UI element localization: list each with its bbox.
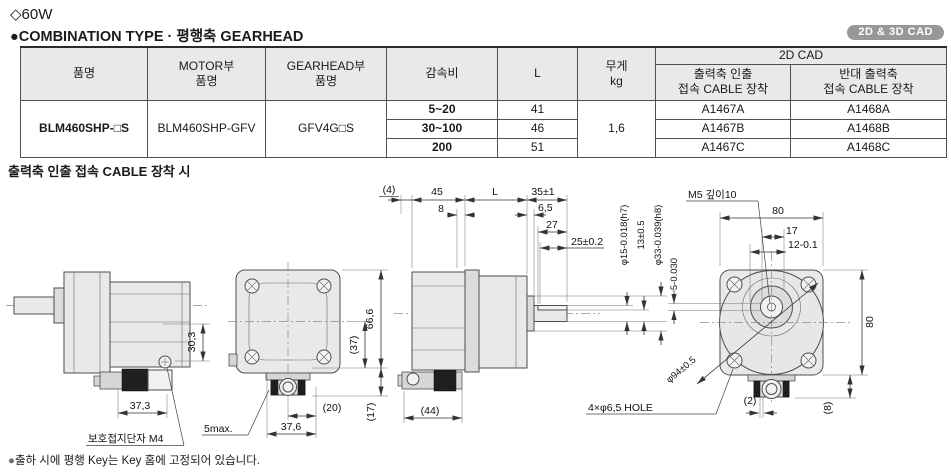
cell-cad-front: A1467A (655, 99, 791, 120)
dim-4: (4) (383, 184, 396, 196)
m5-depth-label: M5 깊이10 (688, 189, 737, 201)
dim-25: 25±0.2 (571, 236, 603, 248)
dim-17: (17) (365, 403, 377, 422)
dim-L: L (492, 186, 498, 198)
cell-cad-front: A1467C (655, 137, 791, 158)
dim-45: 45 (431, 186, 443, 198)
col-header-gearhead-line1: GEARHEAD부 (286, 58, 366, 73)
page-title: ●COMBINATION TYPE · 평행축 GEARHEAD (10, 29, 304, 45)
corner-screws (244, 278, 332, 365)
cell-cad-back: A1468A (789, 99, 948, 120)
dim-17-front: 17 (786, 225, 798, 237)
side-view-drawing: 30,3 37,3 보호접지단자 M4 (6, 271, 210, 446)
dim-shaft-dia: φ15-0.018(h7) (619, 205, 630, 266)
dim-2: (2) (744, 395, 757, 407)
dim-80-top: 80 (772, 205, 784, 217)
col-header-cable-back-line1: 반대 출력축 (839, 67, 898, 81)
dim-30-3: 30,3 (186, 332, 198, 353)
cell-product-name: BLM460SHP-□S (20, 99, 148, 158)
cell-ratio: 5~20 (386, 99, 498, 120)
motor-connector (93, 355, 173, 392)
cell-cad-back: A1468B (789, 118, 948, 139)
col-header-cable-front-line1: 출력축 인출 (693, 67, 753, 81)
footnote-bullet: ● (8, 455, 15, 467)
dim-5max: 5max. (204, 423, 233, 435)
dim-80-side: 80 (864, 316, 876, 328)
front-view-drawing: M5 깊이10 80 17 12-0.1 5-0.030 (586, 189, 876, 418)
cell-cad-front: A1467B (655, 118, 791, 139)
dim-6-5: 6,5 (538, 202, 553, 214)
ground-terminal-label: 보호접지단자 M4 (88, 433, 164, 445)
cell-weight: 1,6 (577, 99, 656, 158)
dimension-drawings: 30,3 37,3 보호접지단자 M4 (6, 184, 876, 446)
rear-connector (265, 372, 311, 396)
col-header-motor-line2: 품명 (195, 73, 218, 88)
section-title: 출력축 인출 접속 CABLE 장착 시 (8, 164, 191, 179)
cell-length: 41 (497, 99, 578, 120)
col-header-gearhead-line2: 품명 (314, 73, 338, 88)
dim-66-6: 66,6 (364, 309, 376, 330)
mounting-holes-label: 4×φ6,5 HOLE (588, 402, 653, 414)
cell-length: 51 (497, 137, 578, 158)
col-header-cable-front: 출력축 인출 접속 CABLE 장착 (655, 63, 791, 101)
power-rating-label: ◇60W (10, 6, 53, 23)
cell-length: 46 (497, 118, 578, 139)
cell-ratio: 200 (386, 137, 498, 158)
table-row: 200 51 A1467C A1468C (21, 137, 948, 158)
table-row: BLM460SHP-□S BLM460SHP-GFV GFV4G□S 5~20 … (20, 99, 948, 158)
cell-cad-back: A1468C (789, 137, 948, 158)
cell-gearhead-name: GFV4G□S (265, 99, 387, 158)
dim-12: 12-0.1 (788, 239, 818, 251)
dim-8: 8 (438, 203, 444, 215)
col-header-cable-back-line2: 접속 CABLE 장착 (823, 82, 914, 96)
col-header-length: L (497, 46, 578, 101)
col-header-cable-front-line2: 접속 CABLE 장착 (677, 82, 769, 96)
col-header-weight: 무게 kg (577, 46, 656, 101)
dim-8-bottom: (8) (822, 402, 834, 415)
footnote-text: 출하 시에 평행 Key는 Key 홈에 고정되어 있습니다. (14, 455, 261, 467)
dim-35: 35±1 (531, 186, 554, 198)
rear-view-drawing: 66,6 (37) (17) (20) 37,6 5max. (202, 262, 388, 438)
dim-20: (20) (323, 402, 342, 414)
col-header-weight-line1: 무게 (605, 58, 628, 73)
dim-boss-dia: φ33-0.039(h8) (653, 205, 664, 266)
col-header-motor-line1: MOTOR부 (178, 58, 235, 73)
footnote: ●출하 시에 평행 Key는 Key 홈에 고정되어 있습니다. (8, 452, 260, 468)
col-header-weight-line2: kg (610, 73, 623, 88)
dim-13: 13±0.5 (636, 221, 647, 250)
ground-tab (228, 353, 238, 367)
dim-37-3: 37,3 (130, 400, 151, 412)
section-view-drawing: (4) 45 L 35±1 8 6,5 27 25±0.2 (379, 184, 667, 423)
combination-spec-table: 품명 MOTOR부 품명 GEARHEAD부 품명 감속비 L 무게 kg 2D… (20, 46, 948, 158)
cad-badge: 2D & 3D CAD (847, 25, 944, 40)
dim-key-width: 5-0.030 (669, 258, 680, 290)
section-connector (397, 369, 463, 392)
col-header-cable-back: 반대 출력축 접속 CABLE 장착 (789, 63, 948, 101)
col-header-gearhead: GEARHEAD부 품명 (265, 46, 387, 101)
cell-motor-name: BLM460SHP-GFV (147, 99, 266, 158)
shaft-keyway (537, 305, 568, 311)
dim-44: (44) (421, 405, 440, 417)
dim-27: 27 (546, 219, 558, 231)
cell-ratio: 30~100 (386, 118, 498, 139)
col-header-2d-cad: 2D CAD (654, 46, 948, 65)
col-header-motor: MOTOR부 품명 (147, 46, 266, 101)
dim-37-6: 37,6 (281, 421, 302, 433)
dim-37: (37) (348, 336, 360, 355)
col-header-product: 품명 (20, 46, 148, 101)
col-header-ratio: 감속비 (386, 46, 498, 101)
dim-pilot-dia: φ94±0.5 (664, 355, 698, 386)
